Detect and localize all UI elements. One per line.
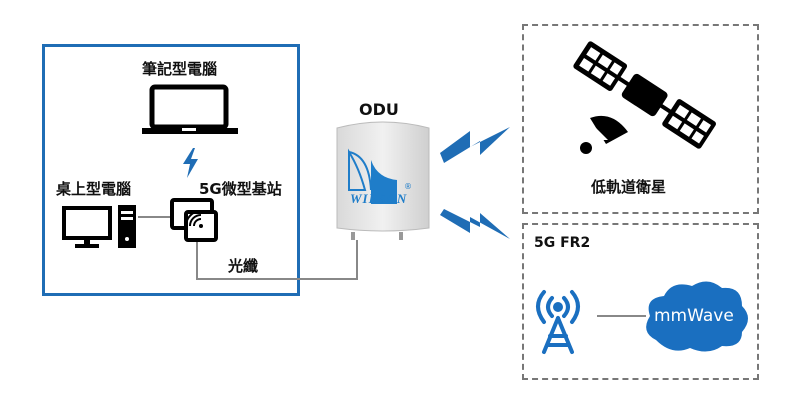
- fiber-label: 光纖: [228, 257, 259, 275]
- odu-label: ODU: [359, 100, 399, 119]
- satellite-link-bolt-icon: [440, 127, 510, 163]
- local-network-box: [42, 44, 300, 296]
- satellite-icon: [573, 41, 716, 154]
- odu-antenna-icon: [336, 121, 430, 240]
- desktop-computer-icon: [62, 205, 136, 248]
- small-cell-label: 5G微型基站: [199, 180, 282, 198]
- fr2-box: [522, 223, 759, 380]
- registered-mark: ®: [404, 182, 412, 191]
- desktop-label: 桌上型電腦: [56, 180, 132, 198]
- satellite-label: 低軌道衛星: [591, 178, 667, 196]
- odu-brand: WIESON: [350, 191, 408, 206]
- fr2-title: 5G FR2: [534, 235, 591, 251]
- fr2-link-bolt-icon: [440, 209, 510, 239]
- fiber-line: [196, 235, 358, 280]
- small-cell-icon: [170, 198, 218, 242]
- wireless-bolt-icon: [183, 148, 198, 178]
- laptop-label: 筆記型電腦: [142, 60, 218, 78]
- mmwave-label: mmWave: [654, 306, 734, 326]
- laptop-icon: [142, 84, 238, 134]
- mmwave-cloud-icon: [646, 281, 748, 352]
- cell-tower-icon: [536, 290, 580, 354]
- satellite-box: [522, 24, 759, 214]
